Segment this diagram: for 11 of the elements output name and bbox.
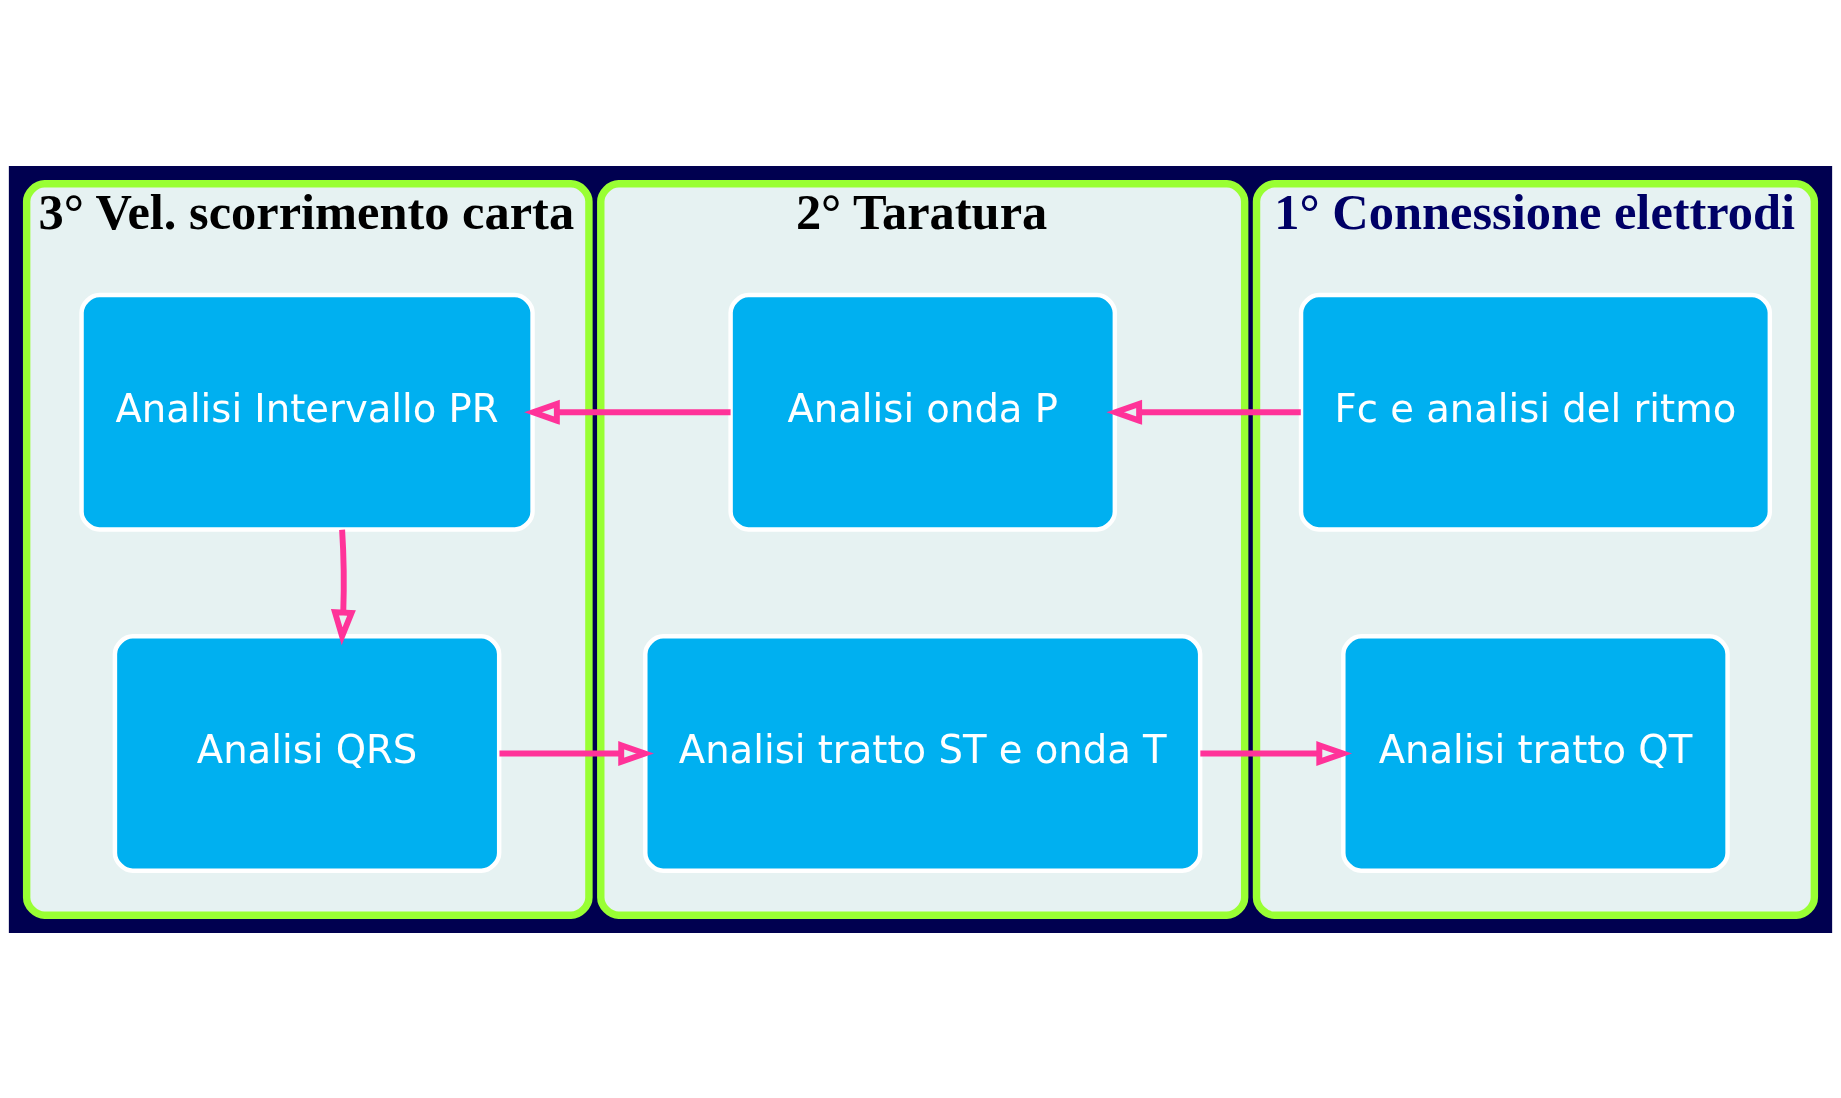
node-box: Analisi QRS <box>112 633 502 873</box>
node-box: Analisi onda P <box>728 292 1118 532</box>
node-box: Analisi tratto QT <box>1341 633 1730 873</box>
node-box: Analisi Intervallo PR <box>79 292 535 532</box>
node-box: Analisi tratto ST e onda T <box>643 633 1203 873</box>
arrow <box>499 740 654 766</box>
arrow <box>1200 740 1352 766</box>
arrow <box>330 529 356 645</box>
arrow <box>524 399 731 425</box>
arrow <box>1106 399 1301 425</box>
node-box: Fc e analisi del ritmo <box>1298 292 1773 532</box>
